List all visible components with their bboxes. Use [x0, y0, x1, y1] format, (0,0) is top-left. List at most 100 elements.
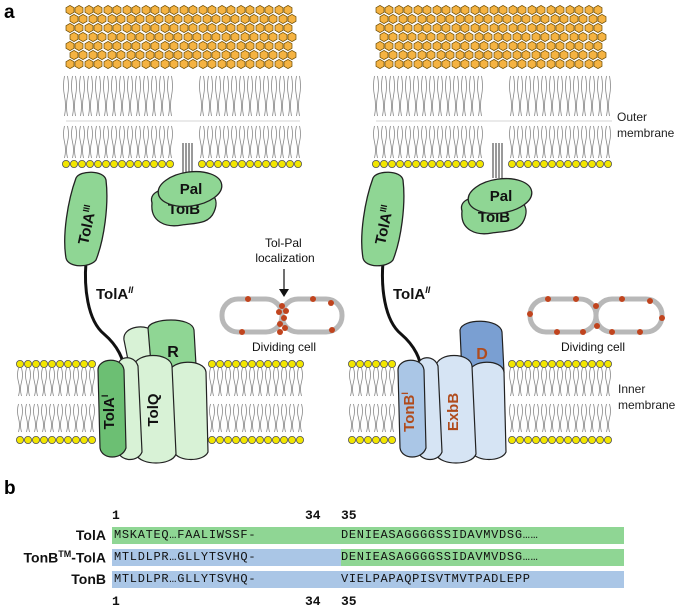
lps-sugar: [230, 13, 240, 25]
lps-sugar: [413, 40, 423, 52]
lipid-head: [229, 159, 238, 168]
panel-label-b: b: [4, 478, 16, 499]
lipid-tail: [281, 367, 287, 433]
lps-sugar: [122, 40, 132, 52]
lps-sugar: [483, 31, 493, 43]
lipid-tail: [573, 75, 579, 117]
lps-sugar: [255, 40, 265, 52]
lps-sugar: [555, 4, 565, 16]
tonb-tm-segment-shade: [112, 549, 341, 566]
lipid-head: [355, 435, 364, 444]
lipid-tail: [445, 75, 451, 117]
lipid-head: [48, 435, 57, 444]
lps-sugar: [417, 31, 427, 43]
lipid-tail: [525, 75, 531, 117]
lps-sugar: [141, 4, 151, 16]
lps-sugar: [426, 13, 436, 25]
lipid-tail: [247, 125, 253, 159]
lipid-tail: [597, 75, 603, 117]
lps-sugar: [527, 4, 537, 16]
lps-sugar: [445, 31, 455, 43]
lps-sugar: [274, 58, 284, 70]
lps-sugar: [436, 31, 446, 43]
lps-sugar: [536, 58, 546, 70]
lps-sugar: [131, 4, 141, 16]
lps-sugar: [470, 58, 480, 70]
seq-row-tonb-tm-tola: MTLDLPR…GLLYTSVHQ- DENIEASAGGGGSSIDAVMVD…: [112, 549, 624, 566]
lipid-tail: [589, 367, 595, 433]
lipid-tail: [65, 367, 71, 433]
lps-sugar: [179, 22, 189, 34]
lipid-tail: [477, 75, 483, 117]
lps-sugar: [479, 22, 489, 34]
lps-sugar: [169, 4, 179, 16]
lipid-head: [395, 159, 404, 168]
lps-sugar: [160, 40, 170, 52]
lps-sugar: [207, 22, 217, 34]
svg-text:TolAI: TolAI: [100, 395, 118, 430]
lps-sugar: [464, 13, 474, 25]
lipid-tail: [287, 75, 293, 117]
lps-sugar: [479, 4, 489, 16]
lps-sugar: [188, 22, 198, 34]
lps-sugar: [584, 40, 594, 52]
lps-sugar: [150, 58, 160, 70]
lipid-head: [149, 159, 158, 168]
lipid-head: [588, 359, 597, 368]
lps-sugar: [103, 22, 113, 34]
svg-text:TolAII: TolAII: [96, 285, 134, 303]
lipid-tail: [111, 125, 117, 159]
lipid-head: [253, 159, 262, 168]
lps-sugar: [479, 40, 489, 52]
lps-sugar: [202, 31, 212, 43]
lps-sugar: [103, 4, 113, 16]
lipid-tail: [279, 125, 285, 159]
lipid-tail: [103, 75, 109, 117]
lps-sugar: [135, 13, 145, 25]
lps-sugar: [207, 40, 217, 52]
lipid-head: [347, 359, 356, 368]
lipid-head: [387, 359, 396, 368]
lipid-head: [279, 359, 288, 368]
lps-sugar: [384, 22, 394, 34]
lipid-tail: [57, 367, 63, 433]
lps-sugar: [398, 13, 408, 25]
lipid-tail: [17, 367, 23, 433]
lipid-tail: [581, 125, 587, 159]
lipid-tail: [605, 75, 611, 117]
lipid-head: [263, 435, 272, 444]
lipid-head: [516, 159, 525, 168]
lipid-head: [40, 435, 49, 444]
lipid-tail: [151, 125, 157, 159]
tonb-exbb-exbd-complex: D ExbB TonBI: [397, 320, 507, 464]
lipid-head: [271, 435, 280, 444]
panel-label-a: a: [4, 2, 15, 23]
row-label-tonb-tm-tola: TonBTM-TolA: [0, 549, 106, 566]
lipid-head: [387, 159, 396, 168]
lps-sugar: [221, 49, 231, 61]
lipid-head: [596, 359, 605, 368]
lps-sugar: [483, 13, 493, 25]
lipid-tail: [159, 75, 165, 117]
lps-sugar: [217, 58, 227, 70]
row-label-tonb-tm-tola-tail: -TolA: [71, 549, 106, 566]
lipid-head: [205, 159, 214, 168]
lps-sugar: [388, 13, 398, 25]
lps-sugar: [555, 58, 565, 70]
lps-sugar: [93, 40, 103, 52]
lipid-head: [355, 359, 364, 368]
lipid-head: [207, 435, 216, 444]
tol-pal-dots-right: [527, 296, 665, 335]
lipid-head: [197, 159, 206, 168]
lipid-tail: [297, 367, 303, 433]
lipid-tail: [541, 125, 547, 159]
lipid-tail: [215, 75, 221, 117]
lps-sugar: [74, 22, 84, 34]
lipid-tail: [143, 125, 149, 159]
lps-sugar: [417, 13, 427, 25]
lps-sugar: [93, 4, 103, 16]
lps-sugar: [69, 13, 79, 25]
lipid-head: [88, 435, 97, 444]
lipid-head: [110, 159, 119, 168]
lipid-tail: [453, 75, 459, 117]
